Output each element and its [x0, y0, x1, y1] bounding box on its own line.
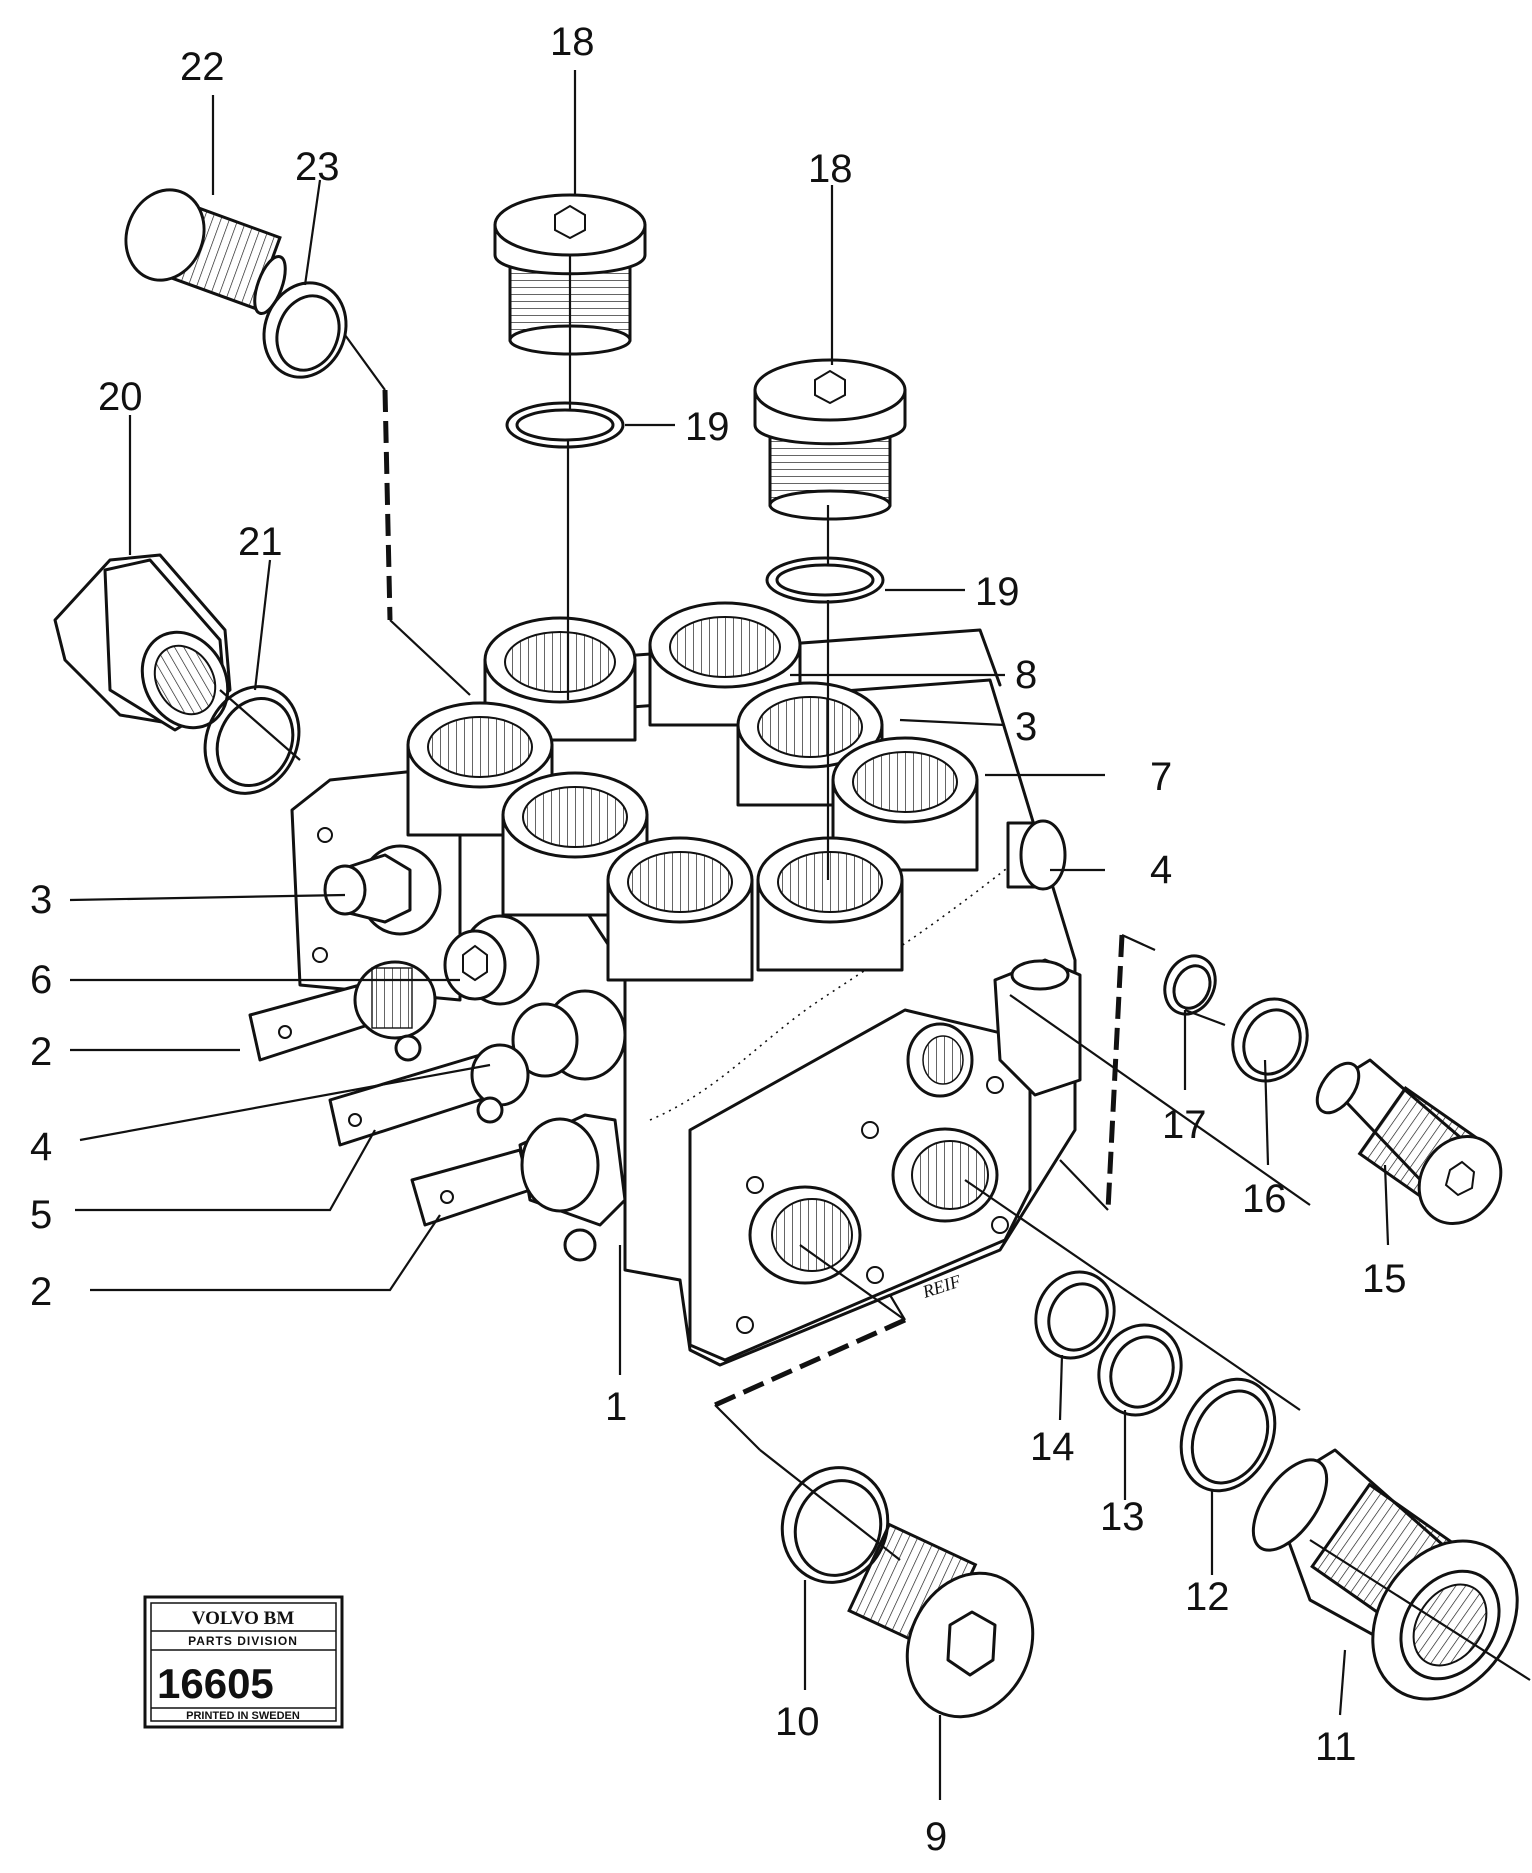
spool-lower [410, 1113, 627, 1262]
part-12-ring [1179, 1377, 1277, 1493]
callout-21: 21 [238, 520, 283, 564]
callout-numbers: 22 23 18 18 19 19 20 21 8 3 7 4 3 6 2 4 … [30, 20, 1407, 1859]
part-22-plug [124, 188, 287, 315]
part-23-ring [262, 281, 348, 379]
callout-12: 12 [1185, 1575, 1230, 1619]
stamp-brand: VOLVO BM [192, 1608, 295, 1629]
callout-13: 13 [1100, 1495, 1145, 1539]
callout-2-upper: 2 [30, 1030, 52, 1074]
callout-4-right: 4 [1150, 848, 1172, 892]
body-top-ports [406, 601, 1067, 982]
callout-3-left: 3 [30, 878, 52, 922]
volvo-bm-parts-stamp: VOLVO BM PARTS DIVISION 16605 PRINTED IN… [143, 1595, 344, 1729]
callout-7: 7 [1150, 755, 1172, 799]
callout-2-lower: 2 [30, 1270, 52, 1314]
part-14-ring [1034, 1270, 1116, 1360]
callout-8: 8 [1015, 653, 1037, 697]
callout-18-left: 18 [550, 20, 595, 64]
part-17-ring [1163, 954, 1217, 1016]
callout-1: 1 [605, 1385, 627, 1429]
callout-18-right: 18 [808, 147, 853, 191]
callout-17: 17 [1162, 1103, 1207, 1147]
callout-15: 15 [1362, 1257, 1407, 1301]
part-9-plug [847, 1522, 1035, 1719]
callout-14: 14 [1030, 1425, 1075, 1469]
assembly-dashed-lines [344, 334, 1156, 1451]
callout-9: 9 [925, 1815, 947, 1859]
stamp-number: 16605 [157, 1660, 274, 1707]
part-21-ring [203, 685, 301, 795]
callout-11: 11 [1315, 1725, 1357, 1769]
callout-5: 5 [30, 1193, 52, 1237]
part-13-ring [1097, 1323, 1183, 1417]
callout-19-left: 19 [685, 405, 730, 449]
part-19-ring-right [765, 556, 885, 604]
part-11-fitting [1251, 1448, 1519, 1701]
callout-4-left: 4 [30, 1125, 52, 1169]
callout-19-right: 19 [975, 570, 1020, 614]
leader-lines [69, 70, 1531, 1800]
stamp-footer: PRINTED IN SWEDEN [186, 1710, 300, 1722]
callout-20: 20 [98, 375, 143, 419]
callout-3-right: 3 [1015, 705, 1037, 749]
stamp-division: PARTS DIVISION [188, 1634, 298, 1648]
part-19-ring-left [505, 401, 625, 449]
part-15-cartridge [1315, 1058, 1503, 1226]
callout-6: 6 [30, 958, 52, 1002]
callout-23: 23 [295, 145, 340, 189]
callout-10: 10 [775, 1700, 820, 1744]
callout-16: 16 [1242, 1177, 1287, 1221]
part-18-plug-right [753, 358, 907, 521]
spool-middle [328, 1043, 530, 1147]
part-20-fitting [53, 553, 232, 732]
part-16-ring [1231, 997, 1309, 1083]
callout-22: 22 [180, 45, 225, 89]
